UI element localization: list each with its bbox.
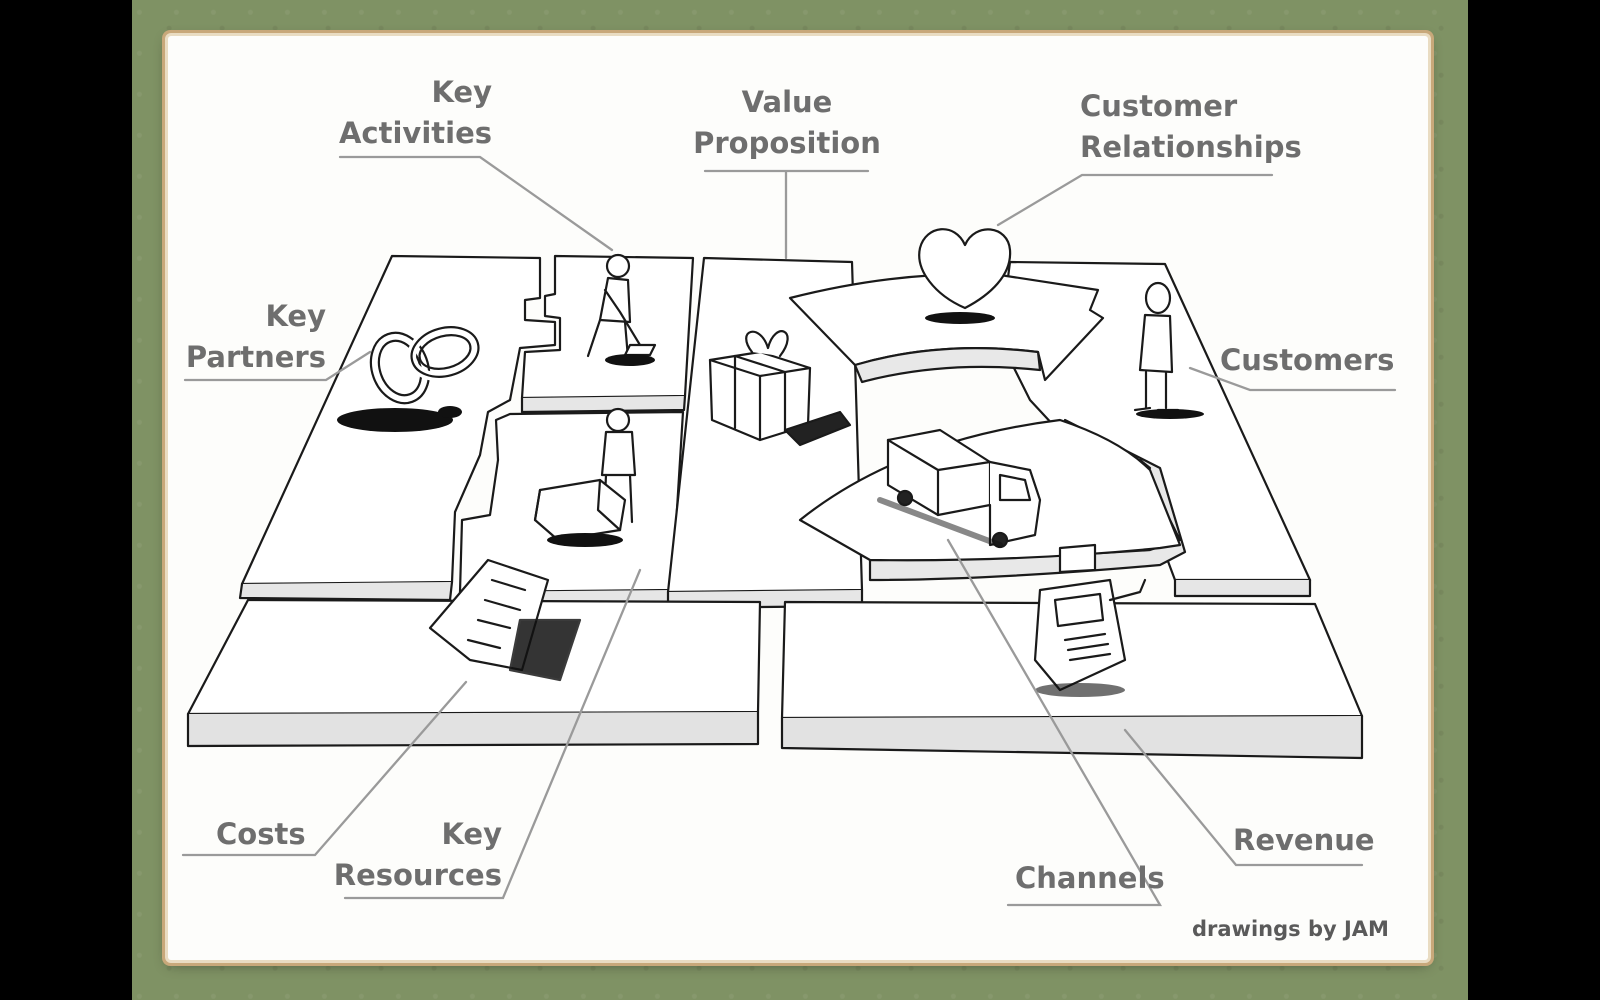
channels-leader — [946, 538, 1162, 907]
worker-with-machine-icon — [533, 407, 637, 547]
label-revenue-text: Revenue — [1233, 823, 1375, 857]
costs-leader — [181, 680, 468, 857]
key-activities-leader — [338, 155, 614, 252]
customers-leader — [1188, 366, 1397, 392]
label-key-partners-line1: Key — [265, 299, 326, 333]
label-customers: Customers — [1220, 340, 1394, 381]
worker-digging-icon — [586, 253, 657, 366]
label-revenue: Revenue — [1233, 820, 1375, 861]
label-customer-relationships-line2: Relationships — [1080, 130, 1302, 164]
customer-relationships-leader — [996, 173, 1274, 227]
label-customer-relationships-line1: Customer — [1080, 89, 1238, 123]
label-key-partners: Key Partners — [160, 296, 326, 378]
document-icon — [428, 558, 582, 682]
revenue-leader — [1123, 728, 1364, 867]
label-key-activities: Key Activities — [320, 72, 492, 154]
value-proposition-leader — [703, 169, 870, 260]
label-key-activities-line1: Key — [431, 75, 492, 109]
label-key-activities-line2: Activities — [338, 116, 492, 150]
label-key-resources-line1: Key — [441, 817, 502, 851]
label-key-resources: Key Resources — [300, 814, 502, 896]
delivery-truck-icon — [877, 428, 1042, 549]
label-customer-relationships: Customer Relationships — [1080, 86, 1340, 168]
label-key-resources-line2: Resources — [333, 858, 502, 892]
label-key-partners-line2: Partners — [185, 340, 326, 374]
label-value-proposition: Value Proposition — [680, 82, 894, 164]
label-channels-text: Channels — [1015, 861, 1165, 895]
drawing-credit: drawings by JAM — [1192, 917, 1389, 941]
cash-register-icon — [1033, 543, 1147, 697]
heart-icon — [918, 228, 1012, 310]
label-channels: Channels — [1015, 858, 1165, 899]
customer-person-icon — [1133, 281, 1204, 419]
key-partners-leader — [183, 350, 372, 382]
label-customers-text: Customers — [1220, 343, 1395, 377]
label-value-proposition-line2: Proposition — [693, 126, 881, 160]
gift-box-icon — [708, 330, 852, 447]
key-resources-leader — [343, 568, 642, 900]
label-value-proposition-line1: Value — [741, 85, 833, 119]
label-costs: Costs — [216, 814, 306, 855]
label-costs-text: Costs — [216, 817, 306, 851]
